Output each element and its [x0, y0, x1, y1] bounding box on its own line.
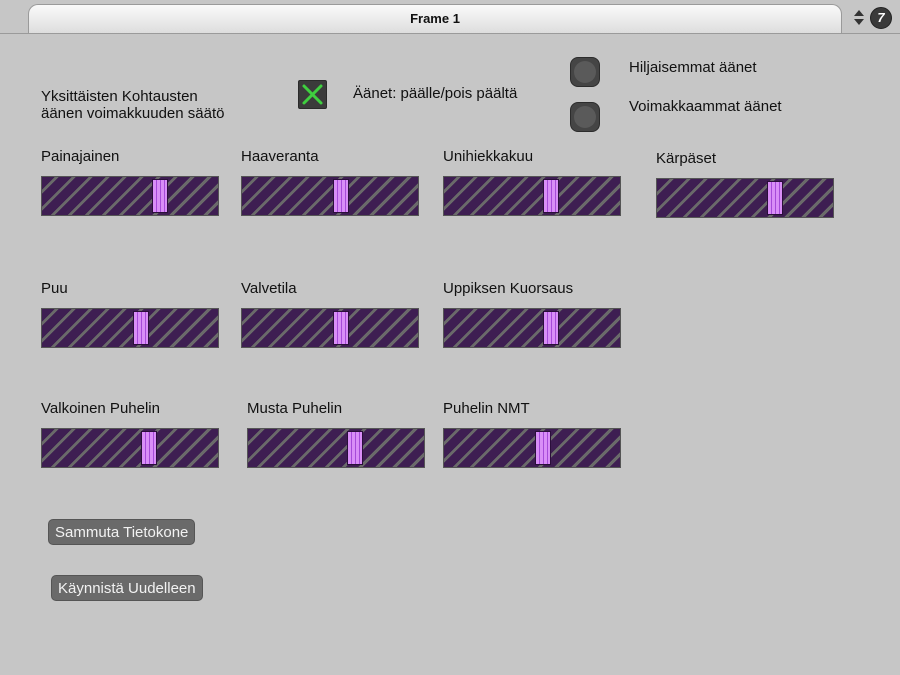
louder-sounds-button[interactable]	[570, 102, 600, 132]
title-bar-divider	[0, 33, 900, 34]
slider-knob[interactable]	[543, 179, 560, 213]
sounds-toggle-checkbox[interactable]	[298, 80, 327, 109]
quieter-sounds-button[interactable]	[570, 57, 600, 87]
volume-control-label-line2: äänen voimakkuuden säätö	[41, 105, 225, 122]
window-title: Frame 1	[410, 11, 460, 26]
volume-slider-track[interactable]	[656, 178, 834, 218]
volume-slider-track[interactable]	[443, 176, 621, 216]
volume-slider-track[interactable]	[41, 308, 219, 348]
slider-knob[interactable]	[132, 311, 149, 345]
restart-button[interactable]: Käynnistä Uudelleen	[51, 575, 203, 601]
slider-knob[interactable]	[543, 311, 560, 345]
louder-sounds-label: Voimakkaammat äänet	[629, 98, 782, 115]
volume-slider-track[interactable]	[241, 308, 419, 348]
slider-knob[interactable]	[347, 431, 364, 465]
sounds-toggle-label: Äänet: päälle/pois päältä	[353, 85, 518, 102]
slider-label: Musta Puhelin	[247, 400, 343, 417]
slider-knob[interactable]	[332, 311, 349, 345]
slider-label: Painajainen	[41, 148, 120, 165]
slider-label: Valkoinen Puhelin	[41, 400, 160, 417]
volume-slider-track[interactable]	[241, 176, 419, 216]
slider-knob[interactable]	[151, 179, 168, 213]
slider-knob[interactable]	[766, 181, 783, 215]
window-title-tab[interactable]: Frame 1	[28, 4, 842, 34]
volume-slider-track[interactable]	[247, 428, 425, 468]
sort-arrows-icon[interactable]	[853, 9, 865, 27]
shutdown-computer-button[interactable]: Sammuta Tietokone	[48, 519, 196, 545]
title-bar: Frame 1 7	[0, 0, 900, 34]
slider-label: Unihiekkakuu	[443, 148, 534, 165]
slider-label: Puhelin NMT	[443, 400, 530, 417]
slider-knob[interactable]	[141, 431, 158, 465]
slider-label: Puu	[41, 280, 68, 297]
volume-slider-track[interactable]	[41, 428, 219, 468]
volume-slider-track[interactable]	[41, 176, 219, 216]
slider-knob[interactable]	[332, 179, 349, 213]
quieter-sounds-label: Hiljaisemmat äänet	[629, 59, 757, 76]
volume-slider-track[interactable]	[443, 308, 621, 348]
slider-label: Kärpäset	[656, 150, 717, 167]
slider-label: Uppiksen Kuorsaus	[443, 280, 574, 297]
volume-control-label-line1: Yksittäisten Kohtausten	[41, 88, 198, 105]
volume-slider-track[interactable]	[443, 428, 621, 468]
circled-seven-icon[interactable]: 7	[870, 7, 892, 29]
x-check-icon	[302, 84, 323, 105]
slider-label: Valvetila	[241, 280, 297, 297]
slider-label: Haaveranta	[241, 148, 319, 165]
slider-knob[interactable]	[534, 431, 551, 465]
